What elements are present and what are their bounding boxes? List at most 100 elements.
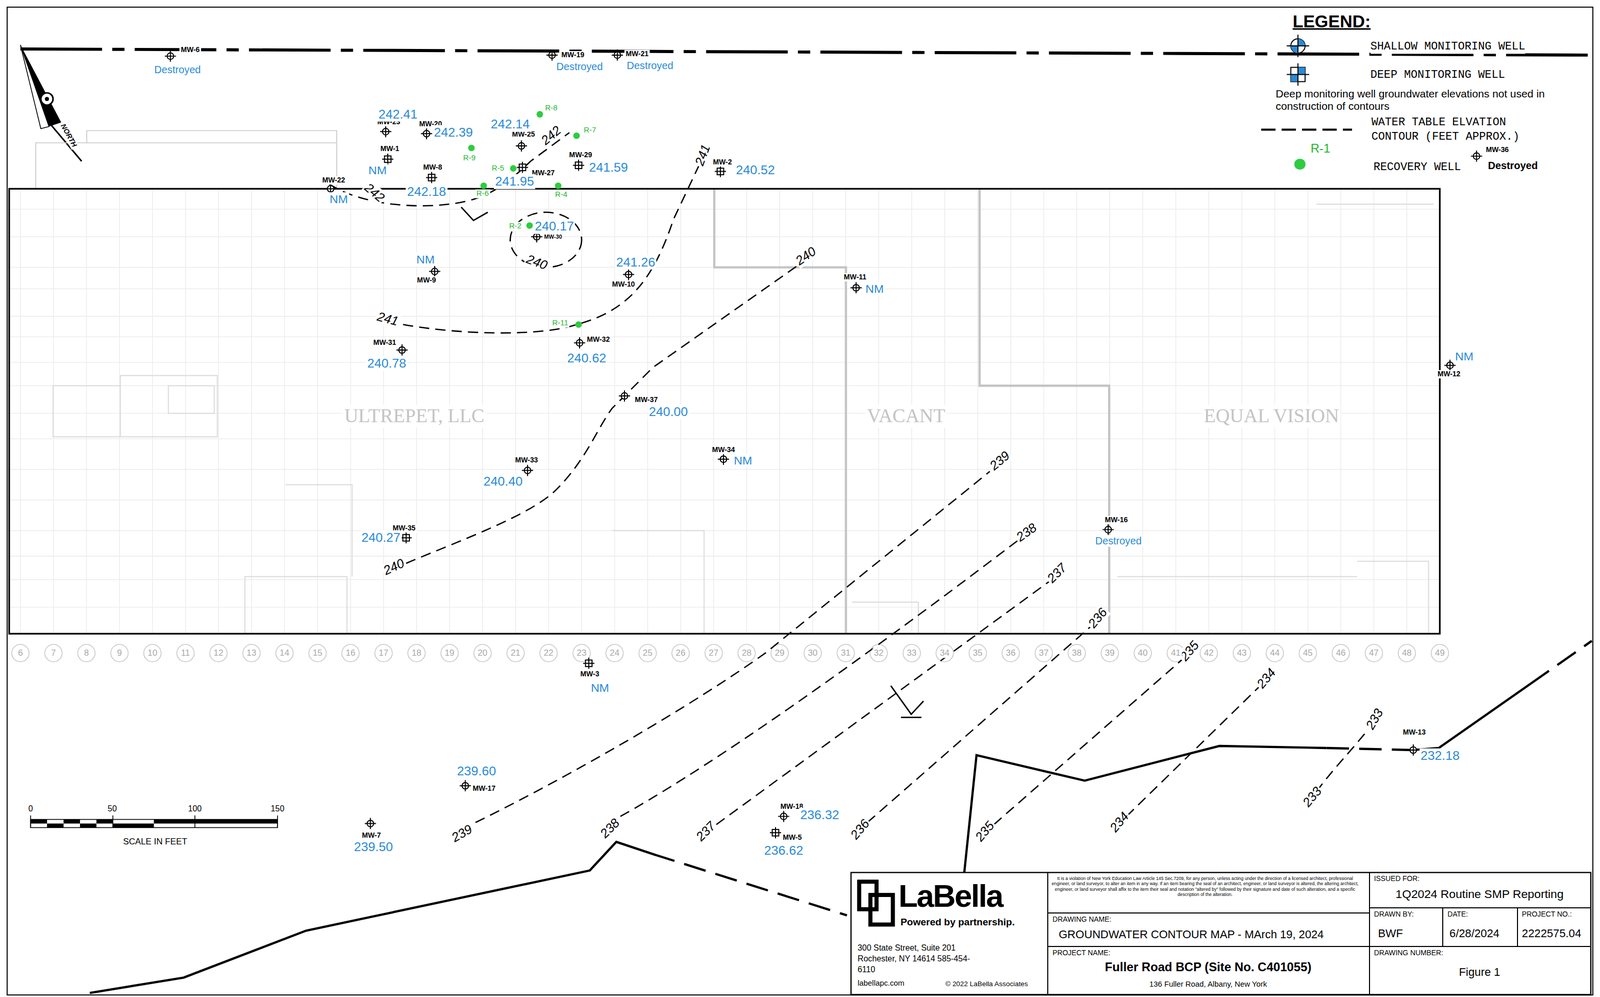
cell-value: BWF	[1378, 927, 1404, 940]
contour-value: 233	[1298, 783, 1326, 811]
legend-symbols	[1261, 34, 1352, 130]
adjacent-building	[35, 130, 337, 189]
well-id: MW-3	[579, 670, 601, 679]
elevation-value: 236.62	[763, 843, 805, 859]
company-logo: LaBella	[898, 878, 1003, 915]
recovery-wells	[468, 110, 582, 328]
legend-entry: DEEP MONITORING WELL	[1370, 68, 1506, 83]
grid-number: 17	[377, 648, 390, 658]
grid-number: 35	[971, 648, 984, 658]
well-id: MW-5	[781, 833, 803, 843]
well-id: MW-34	[711, 446, 737, 455]
well-id: MW-32	[585, 335, 612, 344]
contour-value: 241	[374, 309, 402, 330]
well-id: MW-1	[378, 144, 401, 154]
grid-number: 39	[1103, 648, 1116, 658]
monitoring-wells	[165, 49, 1483, 839]
not-measured-tag: NM	[732, 453, 754, 467]
cell-label: ISSUED FOR:	[1374, 875, 1420, 884]
grid-number: 23	[575, 648, 588, 658]
grid-number: 42	[1202, 648, 1215, 658]
project-name: Fuller Road BCP (Site No. C401055)	[1048, 960, 1368, 975]
grid-number: 31	[839, 648, 852, 658]
parcel-name: ULTREPET, LLC	[342, 405, 486, 428]
contour-value: 239	[986, 448, 1014, 475]
recovery-well-id: R-9	[462, 153, 477, 163]
contour-value: 240	[522, 251, 551, 273]
contour-lines	[328, 132, 1371, 825]
grid-number: 34	[938, 648, 951, 658]
title-block-cell: DATE:6/28/2024	[1442, 908, 1517, 947]
contour-value: 237	[692, 818, 720, 846]
grid-number: 14	[278, 648, 291, 658]
scale-number: 150	[269, 804, 286, 814]
cell-value: 1Q2024 Routine SMP Reporting	[1370, 887, 1590, 901]
grid-number: 32	[872, 648, 885, 658]
legend-swatch	[1294, 158, 1306, 171]
legend-text: RECOVERY WELL	[1373, 160, 1462, 175]
grid-number: 33	[905, 648, 918, 658]
recovery-well-id: R-11	[551, 319, 570, 328]
grid-number: 13	[245, 648, 258, 658]
title-block-cell: It is a violation of New York Education …	[1047, 872, 1369, 914]
recovery-well-id: R-4	[553, 190, 569, 200]
company-address: 300 State Street, Suite 201 Rochester, N…	[857, 942, 985, 976]
well-status: Destroyed	[1094, 534, 1144, 547]
grid-number: 21	[509, 648, 522, 658]
grid-number: 37	[1037, 648, 1050, 658]
grid-number: 38	[1070, 648, 1083, 658]
grid-number: 25	[641, 648, 654, 658]
grid-number: 20	[476, 648, 489, 658]
grid-number: 12	[212, 648, 225, 658]
cell-value: 6/28/2024	[1449, 927, 1500, 940]
well-id: MW-8	[421, 163, 443, 172]
title-block-cell: DRAWING NUMBER:Figure 1	[1369, 946, 1591, 995]
well-id: MW-22	[321, 176, 347, 185]
legend-heading: LEGEND:	[1291, 11, 1373, 32]
title-block-cell: LaBellaPowered by partnership.300 State …	[850, 872, 1048, 995]
cell-label: PROJECT NAME:	[1052, 949, 1111, 958]
elevation-value: 242.14	[489, 117, 531, 132]
well-id: MW-19	[559, 51, 586, 60]
grid-number: 30	[806, 648, 819, 658]
not-measured-tag: NM	[328, 192, 350, 206]
elevation-value: 241.95	[493, 174, 536, 189]
parcel-name: VACANT	[865, 405, 947, 428]
elevation-value: 232.18	[1419, 748, 1461, 764]
grid-number: 22	[542, 648, 555, 658]
copyright: © 2022 LaBella Associates	[945, 980, 1029, 988]
contour-value: 241	[691, 141, 714, 169]
legend-text: SHALLOW MONITORING WELL	[1370, 39, 1526, 54]
contour-value: 240	[380, 555, 408, 580]
recovery-well-id: R-7	[582, 126, 598, 136]
cell-value: GROUNDWATER CONTOUR MAP - MArch 19, 2024	[1058, 928, 1324, 942]
grid-number: 40	[1136, 648, 1149, 658]
north-arrow	[20, 44, 82, 162]
well-id: MW-25	[510, 130, 537, 139]
recovery-well-id: R-8	[543, 103, 559, 113]
well-id: MW-6	[179, 45, 201, 55]
grid-number: 26	[674, 648, 687, 658]
elevation-value: 240.78	[366, 355, 408, 371]
grid-number: 8	[83, 648, 91, 658]
well-id: MW-2	[711, 158, 733, 167]
scale-bar	[30, 815, 278, 829]
scale-number: 50	[106, 804, 119, 814]
title-block-cell: DRAWING NAME:GROUNDWATER CONTOUR MAP - M…	[1047, 913, 1369, 947]
well-id: MW-16	[1103, 516, 1129, 525]
elevation-value: 242.18	[405, 184, 448, 200]
well-id: MW-17	[471, 784, 497, 794]
cell-label: PROJECT NO.:	[1522, 910, 1573, 919]
not-measured-tag: NM	[367, 163, 388, 177]
well-id: MW-10	[611, 280, 637, 289]
well-id: MW-7	[360, 831, 383, 840]
well-status: Destroyed	[625, 59, 675, 72]
elevation-value: 239.60	[455, 764, 498, 779]
contour-value: 233	[1362, 705, 1388, 734]
scale-number: 0	[27, 804, 35, 814]
cell-value: 2222575.04	[1522, 927, 1582, 940]
cell-label: DRAWN BY:	[1374, 910, 1414, 919]
well-id: MW-36	[1484, 145, 1510, 155]
scale-title: SCALE IN FEET	[121, 836, 189, 847]
contour-value: 236	[847, 815, 874, 844]
